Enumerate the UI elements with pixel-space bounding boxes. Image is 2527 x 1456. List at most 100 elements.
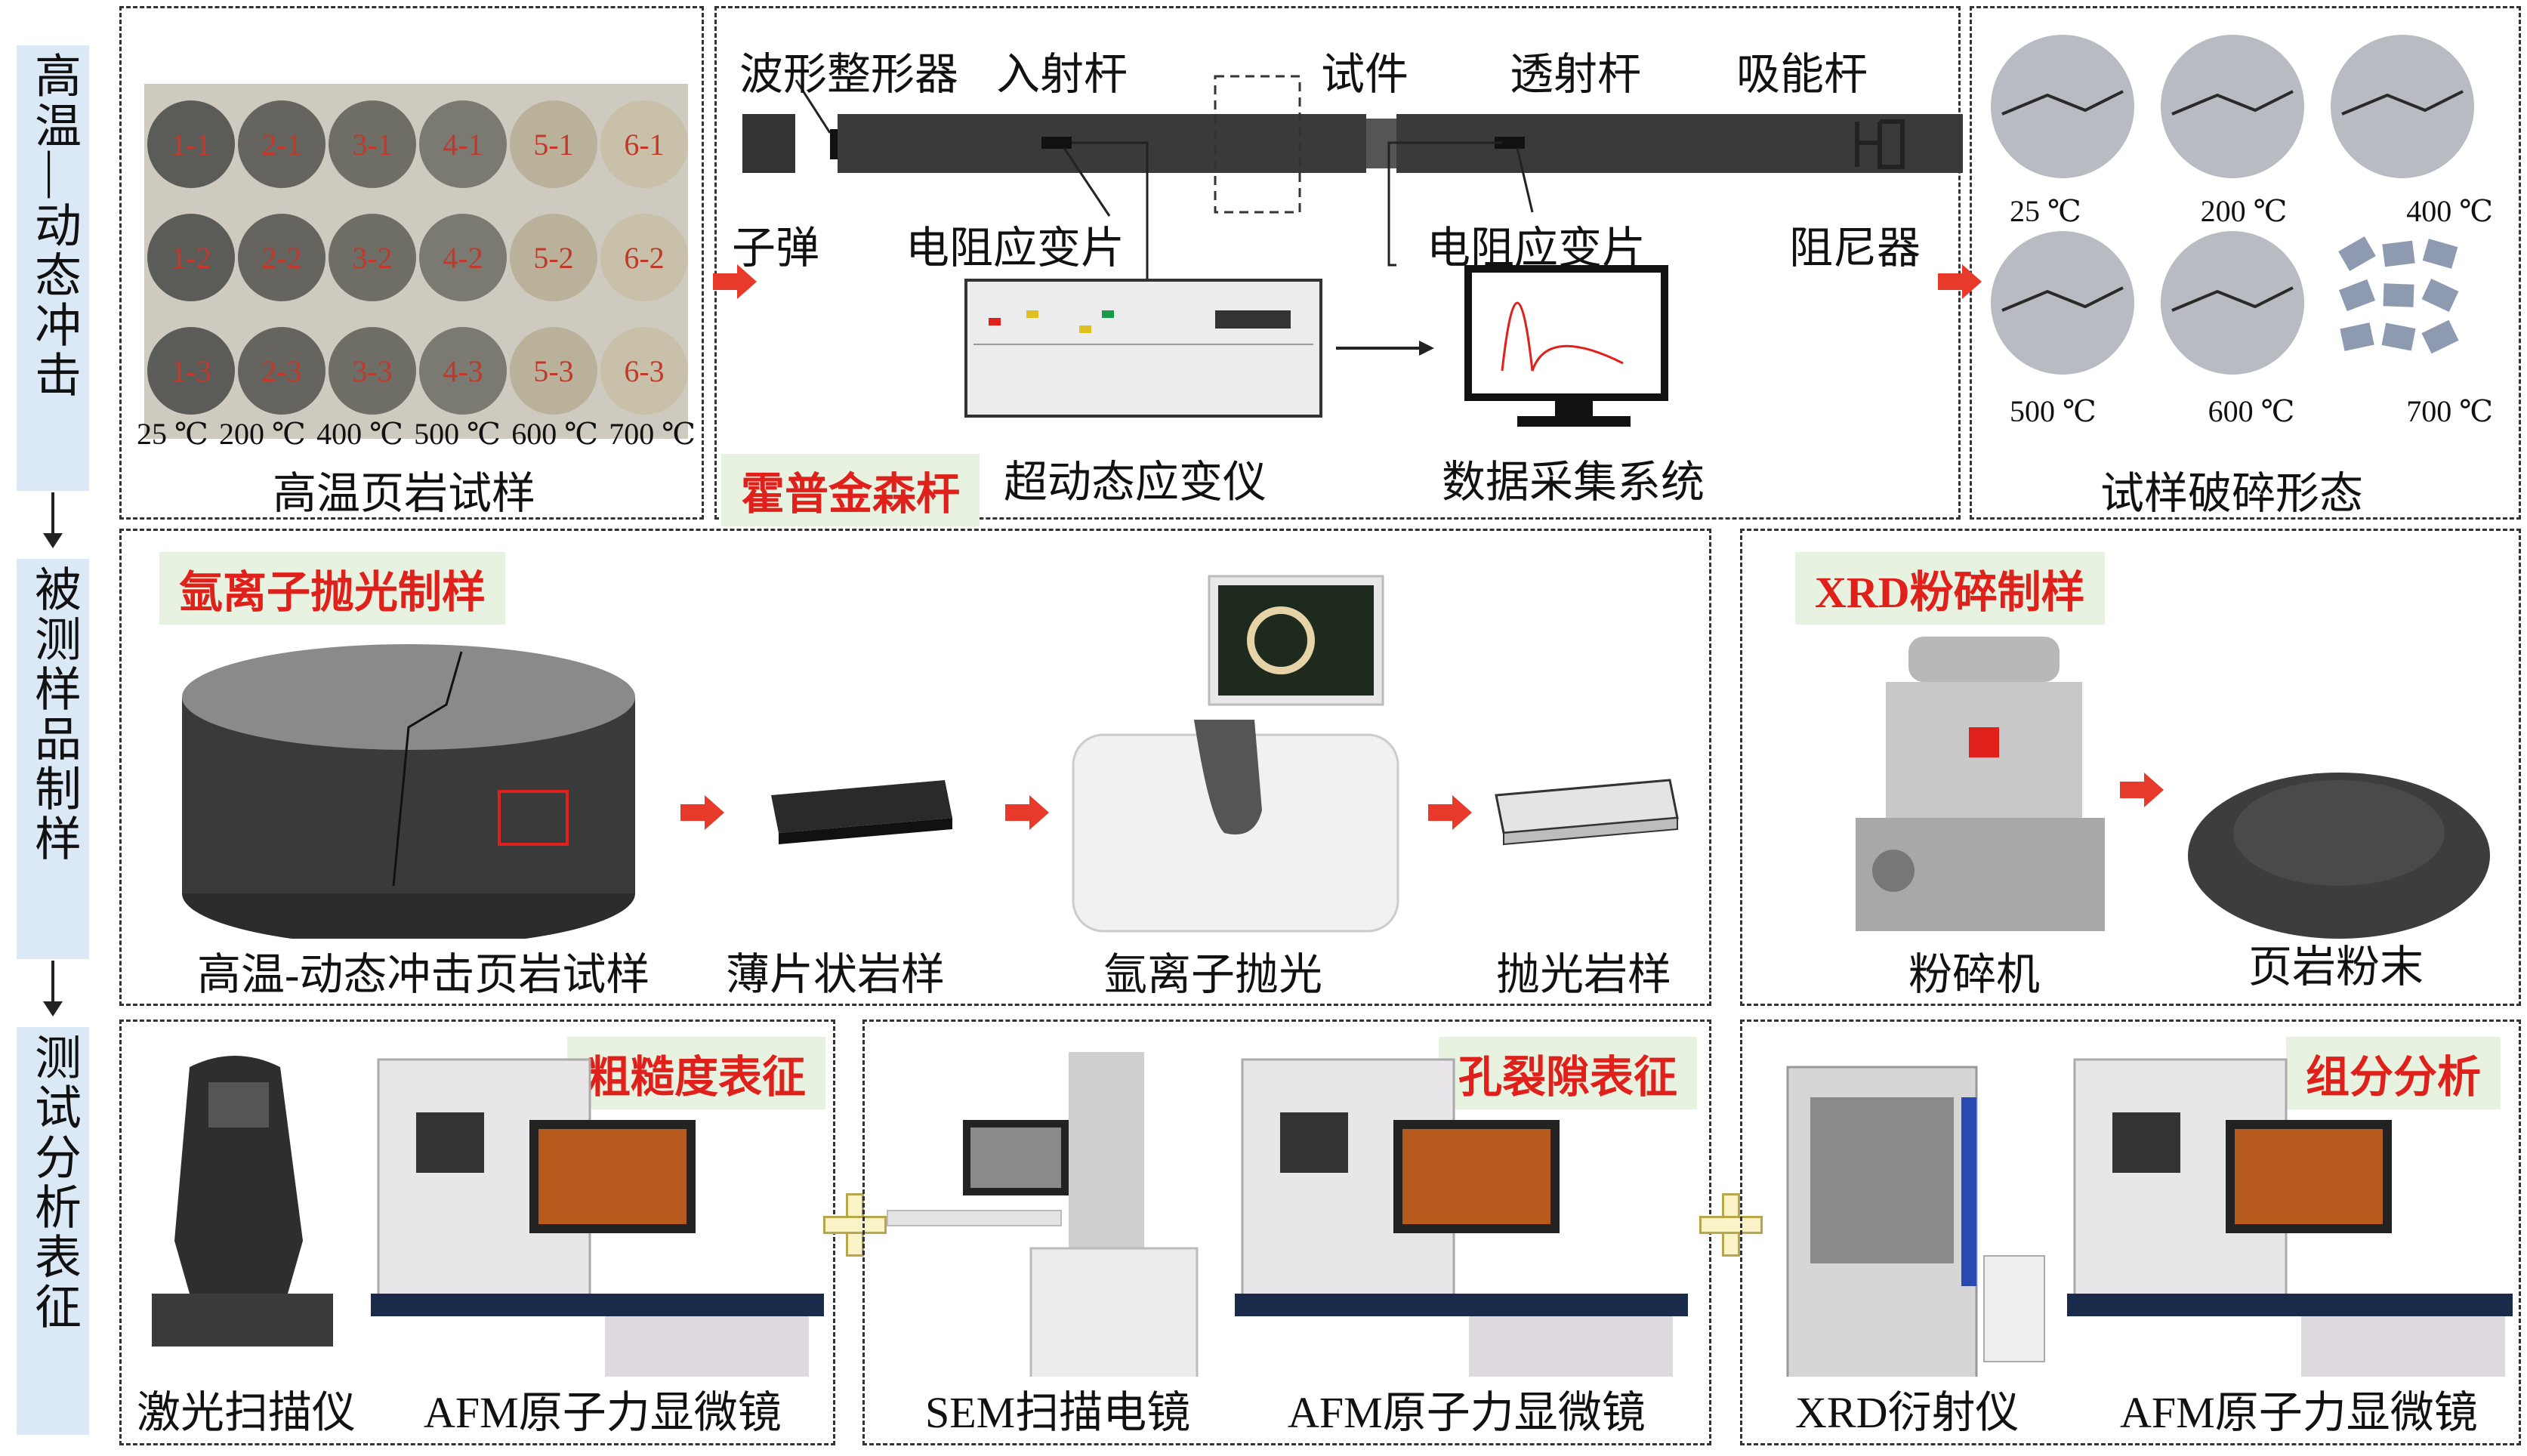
- label-amplifier: 超动态应变仪: [1004, 458, 1267, 507]
- sample-region-box: [498, 790, 569, 846]
- fracture-temps-row1: 25 ℃ 200 ℃ 400 ℃: [2010, 193, 2493, 229]
- label-absorber-bar: 吸能杆: [1736, 50, 1868, 99]
- core-label: 3-3: [352, 354, 392, 388]
- step-label: 薄片状岩样: [726, 950, 946, 999]
- plus-icon: [1699, 1193, 1763, 1257]
- device-label: SEM扫描电镜: [925, 1388, 1191, 1437]
- panel-xrd-prep: XRD粉碎制样 粉碎机 页岩粉末: [1740, 529, 2521, 1006]
- fracture-temps-row2: 500 ℃ 600 ℃ 700 ℃: [2010, 393, 2493, 429]
- panel-pore-fracture: 孔裂隙表征 SEM扫描电镜 AFM原子力显微镜: [862, 1020, 1711, 1445]
- shale-core-sample: [600, 214, 688, 301]
- temp-row: 25 ℃ 200 ℃ 400 ℃ 500 ℃ 600 ℃ 700 ℃: [137, 416, 696, 452]
- strain-gauge-1: [1041, 137, 1072, 149]
- pulse-shaper: [830, 129, 838, 159]
- core-label: 2-2: [261, 241, 301, 275]
- core-label: 1-2: [171, 241, 211, 275]
- laser-scanner: [174, 1056, 303, 1294]
- label-specimen: 试件: [1321, 50, 1409, 99]
- temp-label: 600 ℃: [511, 417, 598, 451]
- flow-arrow: [1005, 795, 1049, 830]
- shale-core-sample: [510, 214, 597, 301]
- shale-core-sample: [419, 100, 507, 188]
- device-label: 激光扫描仪: [137, 1388, 356, 1437]
- strain-amplifier: [964, 279, 1322, 418]
- core-label: 5-3: [533, 354, 573, 388]
- pore-devices: [887, 1052, 1688, 1377]
- core-label: 4-2: [443, 241, 483, 275]
- shale-core-sample: [510, 327, 597, 415]
- shale-core-sample: [419, 327, 507, 415]
- panel-argon-polishing: 氩离子抛光制样 高温-动态冲击页岩试样 薄片状岩样 氩离子抛光 抛光岩样: [119, 529, 1711, 1006]
- temp-label: 200 ℃: [2200, 194, 2288, 228]
- shale-core-sample: [600, 100, 688, 188]
- core-label: 2-3: [261, 354, 301, 388]
- label-shaper: 波形整形器: [739, 50, 959, 99]
- core-label: 4-3: [443, 354, 483, 388]
- label-damper: 阻尼器: [1789, 224, 1921, 273]
- core-label: 6-1: [624, 128, 664, 162]
- core-label: 3-2: [352, 241, 392, 275]
- panel-caption: 试样破碎形态: [2100, 469, 2364, 518]
- gauge-wire-1: [1072, 141, 1149, 288]
- panel-split-hopkinson-bar: 波形整形器 入射杆 试件 透射杆 吸能杆 子弹 电阻应变片 电阻应变片 阻尼器 …: [714, 6, 1963, 526]
- label-gauge-2: 电阻应变片: [1427, 224, 1646, 273]
- step-label: 抛光岩样: [1496, 950, 1672, 999]
- fragment: [2338, 236, 2376, 271]
- stage-arrow-down-2: [43, 961, 63, 1016]
- core-label: 2-1: [261, 128, 301, 162]
- shale-core-sample: [238, 327, 326, 415]
- crack-line: [2001, 286, 2124, 312]
- label-gauge-1: 电阻应变片: [906, 224, 1125, 273]
- stage-label-high-temp-impact: 高温—动态冲击: [17, 45, 89, 491]
- crack-line: [2341, 90, 2464, 116]
- shale-core-sample: [329, 214, 416, 301]
- tag-roughness: 粗糙度表征: [567, 1037, 826, 1109]
- shale-core-sample: [238, 214, 326, 301]
- fractured-sample: [2161, 35, 2304, 178]
- afm-desk: [2067, 1294, 2513, 1316]
- plus-icon: [823, 1193, 887, 1257]
- core-label: 1-1: [171, 128, 211, 162]
- afm-desk: [1235, 1294, 1688, 1316]
- panel-composition: 组分分析 XRD衍射仪 AFM原子力显微镜: [1740, 1020, 2521, 1445]
- core-label: 6-3: [624, 354, 664, 388]
- leader-gauge1: [1063, 147, 1111, 217]
- shale-core-sample: [238, 100, 326, 188]
- label-bullet: 子弹: [732, 224, 820, 273]
- crack-line: [2171, 90, 2294, 116]
- temp-label: 400 ℃: [316, 417, 403, 451]
- temp-label: 600 ℃: [2208, 394, 2295, 428]
- shale-cylinder-top: [182, 644, 635, 750]
- fractured-sample: [1991, 231, 2134, 375]
- step-label: 页岩粉末: [2248, 942, 2424, 992]
- sem-desk: [887, 1210, 1062, 1226]
- flow-arrow: [2120, 773, 2164, 807]
- tag-xrd-prep: XRD粉碎制样: [1795, 552, 2105, 625]
- stage-text: 测试分析表征: [27, 1033, 79, 1332]
- roughness-devices: [152, 1056, 824, 1377]
- fragment: [2340, 322, 2374, 351]
- afm-cabinet: [2073, 1058, 2288, 1303]
- panel-roughness: 粗糙度表征 激光扫描仪 AFM原子力显微镜: [119, 1020, 835, 1445]
- flow-arrow: [713, 264, 757, 299]
- temp-label: 500 ℃: [2010, 394, 2097, 428]
- fragment: [2421, 319, 2459, 354]
- core-label: 1-3: [171, 354, 211, 388]
- temp-label: 400 ℃: [2406, 194, 2493, 228]
- fragment: [2382, 240, 2415, 267]
- shpb-schematic: [742, 75, 1963, 427]
- core-label: 5-1: [533, 128, 573, 162]
- label-incident-bar: 入射杆: [996, 50, 1128, 99]
- sem-chamber: [1029, 1247, 1199, 1377]
- damper: [1855, 119, 1905, 169]
- strain-gauge-2: [1495, 137, 1525, 149]
- shale-core-sample: [510, 100, 597, 188]
- shale-core-sample: [147, 100, 235, 188]
- device-label: AFM原子力显微镜: [424, 1388, 782, 1437]
- leader-shaper: [795, 79, 832, 134]
- argon-polisher-head: [1194, 720, 1262, 834]
- shale-core-sample: [329, 327, 416, 415]
- step-label: 氩离子抛光: [1103, 950, 1323, 999]
